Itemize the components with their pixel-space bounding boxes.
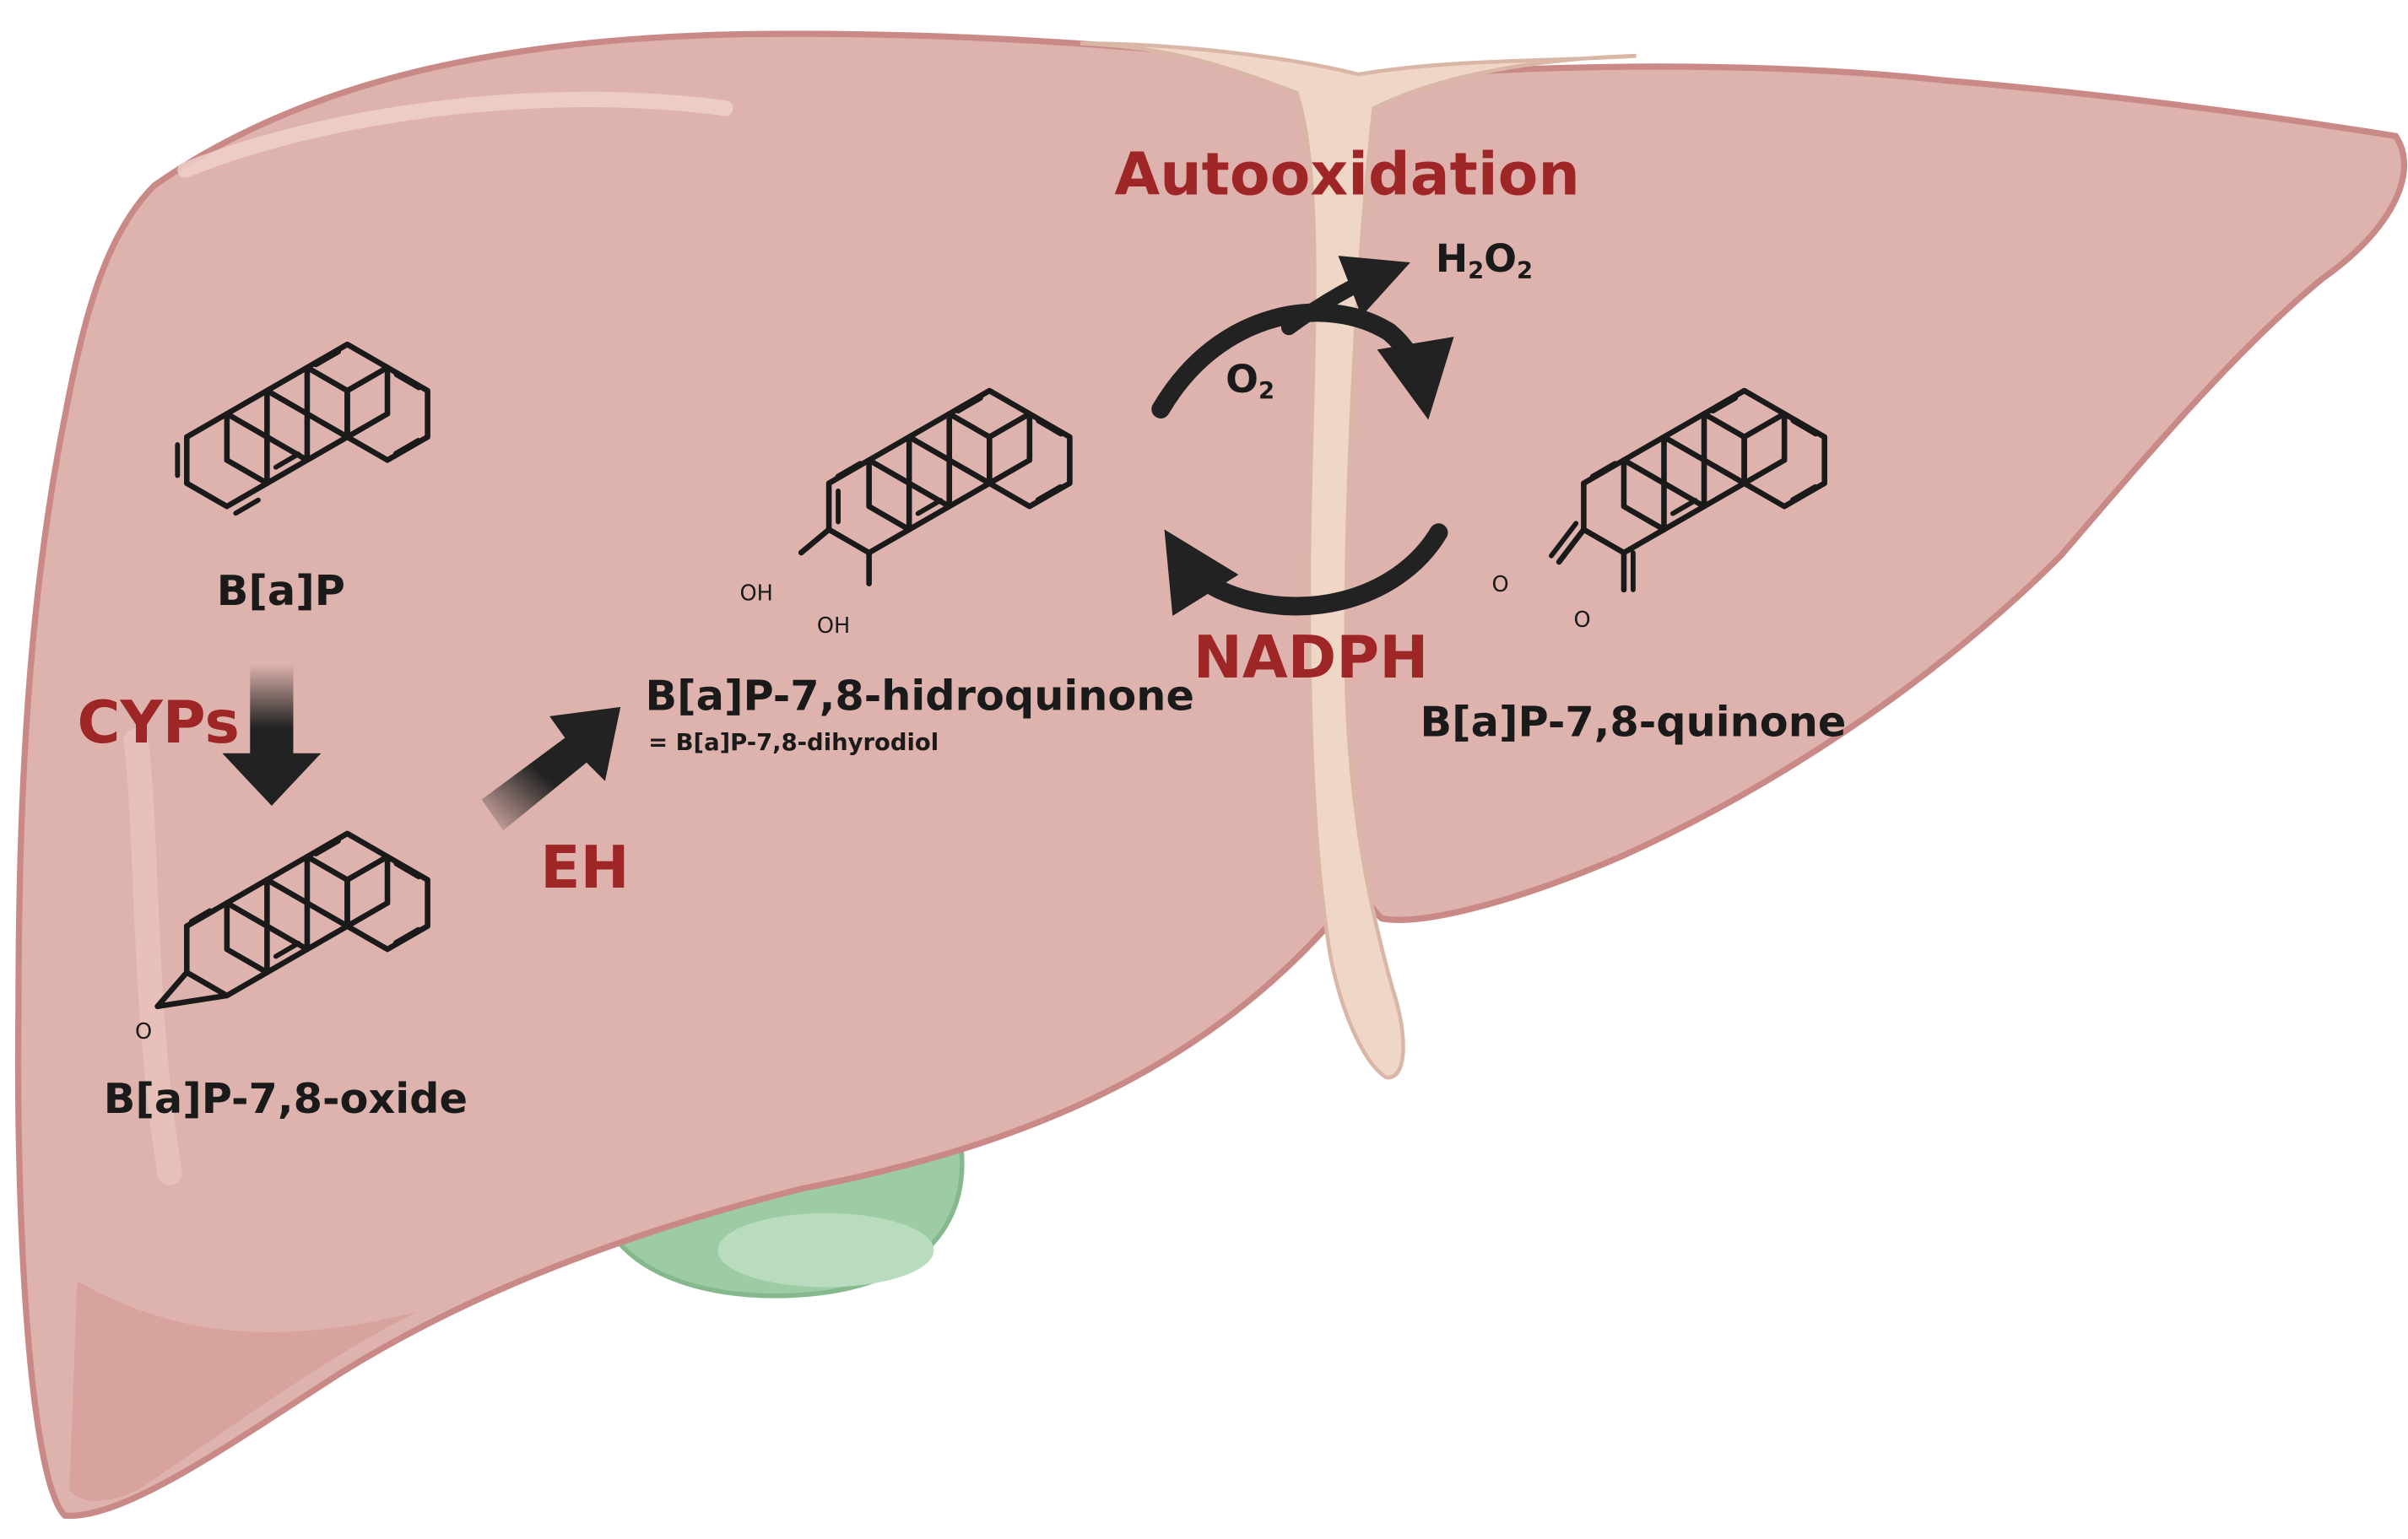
h2o2-label: H2O2 (1436, 236, 1533, 284)
hydroquinone-structure (798, 387, 1073, 586)
oxide-structure (154, 830, 430, 1010)
bap-structure (175, 341, 430, 516)
nadph-label: NADPH (1193, 624, 1429, 692)
nadph-arrow (1164, 523, 1448, 617)
eh-label: EH (540, 834, 630, 902)
quinone-o-atom-1: O (1492, 572, 1509, 597)
quinone-label: B[a]P-7,8-quinone (1420, 698, 1847, 747)
quinone-o-atom-2: O (1573, 608, 1590, 633)
eh-arrow (481, 706, 621, 831)
bap-label: B[a]P (217, 566, 345, 615)
quinone-structure (1549, 387, 1827, 593)
hydroquinone-oh-atom-2: OH (817, 613, 850, 639)
oxide-o-atom: O (135, 1019, 152, 1045)
o2-label: O2 (1226, 357, 1274, 404)
cyps-arrow (222, 663, 322, 806)
dihydrodiol-synonym-label: = B[a]P-7,8-dihyrodiol (648, 730, 939, 756)
hydroquinone-label: B[a]P-7,8-hidroquinone (645, 672, 1193, 721)
hydroquinone-oh-atom-1: OH (739, 581, 772, 607)
cyps-label: CYPs (77, 688, 239, 757)
falciform-ligament (1080, 41, 1637, 1080)
liver-left-lobe (14, 30, 1352, 1520)
autooxidation-arrow (1151, 256, 1454, 420)
oxide-label: B[a]P-7,8-oxide (104, 1074, 468, 1123)
autooxidation-label: Autooxidation (1114, 141, 1579, 209)
